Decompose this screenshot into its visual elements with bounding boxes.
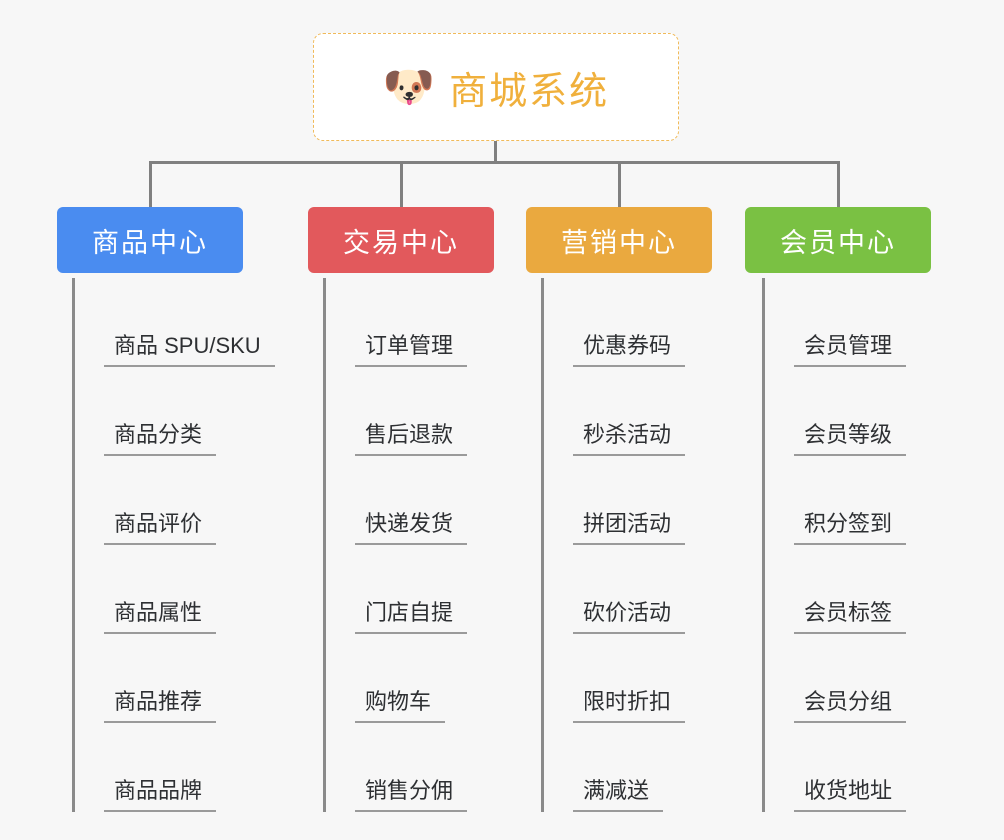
list-item[interactable]: 商品品牌: [72, 723, 275, 812]
category-header-label: 会员中心: [780, 227, 896, 258]
category-header-product-center[interactable]: 商品中心: [57, 207, 243, 273]
root-node-title: 商城系统: [449, 70, 610, 113]
drop-line-marketing-center: [618, 161, 621, 208]
list-item[interactable]: 满减送: [541, 723, 685, 812]
category-header-label: 交易中心: [343, 227, 459, 258]
list-item[interactable]: 积分签到: [762, 456, 907, 545]
column-rail-line: [762, 278, 765, 812]
list-item[interactable]: 收货地址: [762, 723, 907, 812]
leaf-label: 购物车: [355, 688, 446, 723]
horizontal-bus-line: [149, 161, 840, 164]
leaf-label: 限时折扣: [573, 688, 686, 723]
list-item[interactable]: 拼团活动: [541, 456, 686, 545]
list-item[interactable]: 砍价活动: [541, 545, 686, 634]
leaf-label: 订单管理: [355, 332, 468, 367]
leaf-column-product-center: 商品 SPU/SKU 商品分类 商品评价 商品属性 商品推荐 商品品牌: [72, 278, 275, 812]
drop-line-member-center: [837, 161, 840, 208]
list-item[interactable]: 商品 SPU/SKU: [72, 278, 275, 367]
category-header-member-center[interactable]: 会员中心: [745, 207, 931, 273]
list-item[interactable]: 会员标签: [762, 545, 907, 634]
leaf-column-trade-center: 订单管理 售后退款 快递发货 门店自提 购物车 销售分佣: [323, 278, 468, 812]
leaf-label: 销售分佣: [355, 777, 468, 812]
list-item[interactable]: 快递发货: [323, 456, 468, 545]
drop-line-trade-center: [400, 161, 403, 208]
column-rail-line: [323, 278, 326, 812]
leaf-label: 商品品牌: [104, 777, 217, 812]
leaf-label: 门店自提: [355, 599, 468, 634]
root-stem-line: [494, 141, 497, 163]
leaf-label: 会员标签: [794, 599, 907, 634]
leaf-label: 商品分类: [104, 421, 217, 456]
leaf-label: 砍价活动: [573, 599, 686, 634]
list-item[interactable]: 会员等级: [762, 367, 907, 456]
category-header-label: 营销中心: [561, 227, 677, 258]
list-item[interactable]: 售后退款: [323, 367, 468, 456]
list-item[interactable]: 商品推荐: [72, 634, 275, 723]
list-item[interactable]: 会员管理: [762, 278, 907, 367]
shiba-dog-face-icon: 🐶: [382, 63, 436, 110]
list-item[interactable]: 限时折扣: [541, 634, 686, 723]
leaf-label: 拼团活动: [573, 510, 686, 545]
leaf-label: 收货地址: [794, 777, 907, 812]
list-item[interactable]: 门店自提: [323, 545, 468, 634]
leaf-label: 秒杀活动: [573, 421, 686, 456]
column-rail-line: [72, 278, 75, 812]
root-node-mall-system[interactable]: 🐶 商城系统: [313, 33, 679, 141]
category-header-trade-center[interactable]: 交易中心: [308, 207, 494, 273]
category-header-marketing-center[interactable]: 营销中心: [526, 207, 712, 273]
list-item[interactable]: 优惠券码: [541, 278, 686, 367]
leaf-label: 积分签到: [794, 510, 907, 545]
leaf-label: 售后退款: [355, 421, 468, 456]
leaf-label: 优惠券码: [573, 332, 686, 367]
leaf-label: 满减送: [573, 777, 664, 812]
leaf-column-marketing-center: 优惠券码 秒杀活动 拼团活动 砍价活动 限时折扣 满减送: [541, 278, 686, 812]
leaf-label: 商品评价: [104, 510, 217, 545]
list-item[interactable]: 订单管理: [323, 278, 468, 367]
column-rail-line: [541, 278, 544, 812]
leaf-column-member-center: 会员管理 会员等级 积分签到 会员标签 会员分组 收货地址: [762, 278, 907, 812]
list-item[interactable]: 购物车: [323, 634, 467, 723]
list-item[interactable]: 商品评价: [72, 456, 275, 545]
leaf-label: 商品属性: [104, 599, 217, 634]
list-item[interactable]: 秒杀活动: [541, 367, 686, 456]
leaf-label: 会员等级: [794, 421, 907, 456]
list-item[interactable]: 商品分类: [72, 367, 275, 456]
leaf-label: 会员分组: [794, 688, 907, 723]
leaf-label: 商品推荐: [104, 688, 217, 723]
leaf-label: 快递发货: [355, 510, 468, 545]
list-item[interactable]: 会员分组: [762, 634, 907, 723]
drop-line-product-center: [149, 161, 152, 208]
leaf-label: 商品 SPU/SKU: [104, 332, 275, 367]
category-header-label: 商品中心: [92, 227, 208, 258]
list-item[interactable]: 商品属性: [72, 545, 275, 634]
list-item[interactable]: 销售分佣: [323, 723, 468, 812]
leaf-label: 会员管理: [794, 332, 907, 367]
